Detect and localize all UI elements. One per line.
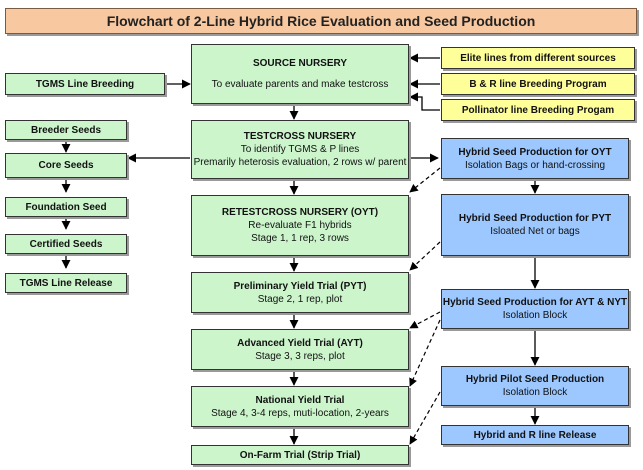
br-line-label: B & R line Breeding Program [469, 78, 607, 90]
retestcross-nursery-box: RETESTCROSS NURSERY (OYT) Re-evaluate F1… [191, 195, 409, 256]
nyt-desc: Stage 4, 3-4 reps, muti-location, 2-year… [211, 407, 389, 419]
nyt-title: National Yield Trial [255, 394, 345, 406]
retestcross-nursery-title: RETESTCROSS NURSERY (OYT) [221, 207, 379, 218]
hybrid-pyt-box: Hybrid Seed Production for PYT Isloated … [441, 194, 629, 256]
foundation-seed-box: Foundation Seed [5, 197, 127, 217]
testcross-nursery-desc-1: To identify TGMS & P lines [240, 144, 360, 155]
dashed-arrow-hybrid-aytnyt-to-ayt [409, 311, 441, 329]
hybrid-pilot-box: Hybrid Pilot Seed Production Isolation B… [441, 366, 629, 406]
breeder-seeds-box: Breeder Seeds [5, 120, 127, 140]
certified-seeds-box: Certified Seeds [5, 234, 127, 254]
core-seeds-label: Core Seeds [38, 160, 94, 171]
tgms-line-breeding-box: TGMS Line Breeding [5, 73, 165, 95]
pyt-box: Preliminary Yield Trial (PYT) Stage 2, 1… [191, 272, 409, 313]
br-line-box: B & R line Breeding Program [441, 73, 635, 95]
testcross-nursery-box: TESTCROSS NURSERY To identify TGMS & P l… [191, 120, 409, 179]
hybrid-release-label: Hybrid and R line Release [473, 429, 597, 441]
tgms-line-breeding-label: TGMS Line Breeding [35, 78, 135, 90]
hybrid-pyt-title: Hybrid Seed Production for PYT [458, 213, 612, 224]
hybrid-oyt-title: Hybrid Seed Production for OYT [458, 146, 612, 158]
pyt-title: Preliminary Yield Trial (PYT) [233, 280, 367, 292]
hybrid-release-box: Hybrid and R line Release [441, 425, 629, 445]
foundation-seed-label: Foundation Seed [25, 201, 107, 213]
breeder-seeds-label: Breeder Seeds [30, 124, 102, 136]
hybrid-oyt-desc: Isolation Bags or hand-crossing [464, 159, 606, 171]
hybrid-pyt-desc: Isloated Net or bags [490, 226, 580, 237]
source-nursery-title: SOURCE NURSERY [252, 58, 348, 69]
testcross-nursery-desc-2: Premarily heterosis evaluation, 2 rows w… [193, 157, 407, 168]
on-farm-trial-box: On-Farm Trial (Strip Trial) [191, 445, 409, 465]
pollinator-line-box: Pollinator line Breeding Progam [441, 99, 635, 121]
elite-lines-box: Elite lines from different sources [441, 47, 635, 69]
hybrid-aytnyt-box: Hybrid Seed Production for AYT & NYT Iso… [441, 289, 629, 329]
source-nursery-desc: To evaluate parents and make testcross [211, 79, 389, 90]
hybrid-pilot-title: Hybrid Pilot Seed Production [465, 374, 605, 385]
hybrid-oyt-box: Hybrid Seed Production for OYT Isolation… [441, 138, 629, 179]
retestcross-nursery-desc-1: Re-evaluate F1 hybrids [248, 220, 352, 231]
certified-seeds-label: Certified Seeds [29, 238, 103, 250]
tgms-line-release-label: TGMS Line Release [19, 277, 113, 289]
hybrid-pilot-desc: Isolation Block [502, 387, 568, 398]
dashed-arrow-hybrid-aytnyt-to-nyt [409, 319, 441, 387]
on-farm-trial-title: On-Farm Trial (Strip Trial) [239, 449, 361, 461]
arrow-pollinator-to-source [409, 92, 440, 111]
chart-title-text: Flowchart of 2-Line Hybrid Rice Evaluati… [106, 12, 536, 29]
source-nursery-box: SOURCE NURSERY To evaluate parents and m… [191, 44, 409, 104]
dashed-arrow-hybrid-pyt-to-pyt [409, 241, 441, 271]
ayt-box: Advanced Yield Trial (AYT) Stage 3, 3 re… [191, 329, 409, 370]
retestcross-nursery-desc-2: Stage 1, 1 rep, 3 rows [251, 233, 349, 244]
dashed-arrow-hybrid-pilot-to-onfarm [409, 391, 441, 445]
hybrid-aytnyt-title: Hybrid Seed Production for AYT & NYT [442, 297, 628, 308]
pollinator-line-label: Pollinator line Breeding Progam [461, 104, 615, 116]
core-seeds-box: Core Seeds [5, 153, 127, 178]
hybrid-aytnyt-desc: Isolation Block [502, 310, 568, 321]
elite-lines-label: Elite lines from different sources [460, 52, 616, 64]
pyt-desc: Stage 2, 1 rep, plot [257, 293, 343, 305]
ayt-desc: Stage 3, 3 reps, plot [255, 350, 345, 362]
dashed-arrow-hybrid-oyt-to-oyt [409, 167, 441, 193]
ayt-title: Advanced Yield Trial (AYT) [237, 337, 363, 349]
testcross-nursery-title: TESTCROSS NURSERY [243, 131, 357, 142]
nyt-box: National Yield Trial Stage 4, 3-4 reps, … [191, 386, 409, 427]
tgms-line-release-box: TGMS Line Release [5, 273, 127, 293]
chart-title: Flowchart of 2-Line Hybrid Rice Evaluati… [5, 8, 637, 34]
